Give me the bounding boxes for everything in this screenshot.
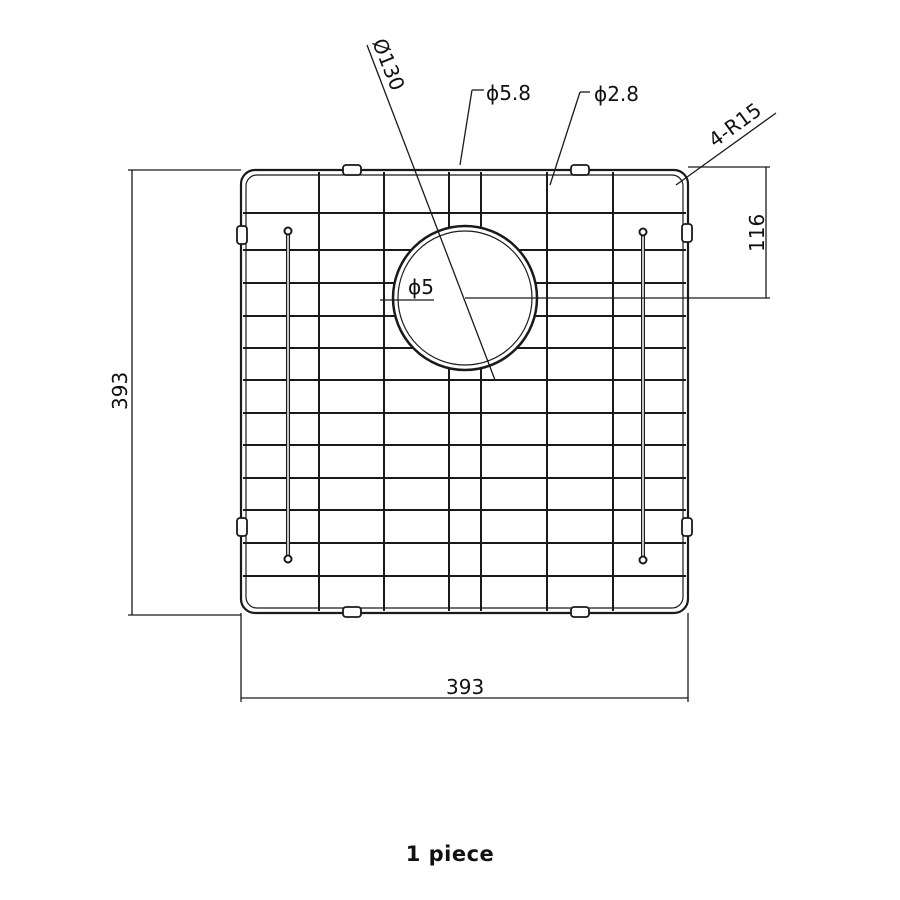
side-rods	[283, 226, 648, 565]
hole-offset-label: 116	[745, 214, 769, 252]
corner-radius-label: 4-R15	[704, 98, 766, 152]
rod-diameter-label: ϕ5	[408, 275, 434, 299]
grid-frame-inner	[245, 174, 684, 609]
width-label: 393	[446, 675, 484, 699]
rubber-feet	[236, 164, 693, 618]
dimension-lines	[128, 44, 777, 702]
grid-frame-outer	[239, 168, 690, 615]
quantity-caption: 1 piece	[405, 842, 495, 866]
vertical-wires	[318, 172, 614, 611]
height-label: 393	[108, 372, 132, 410]
wire-grid	[239, 168, 690, 615]
thick-wire-label: ϕ5.8	[486, 81, 531, 105]
thin-wire-label: ϕ2.8	[594, 82, 639, 106]
